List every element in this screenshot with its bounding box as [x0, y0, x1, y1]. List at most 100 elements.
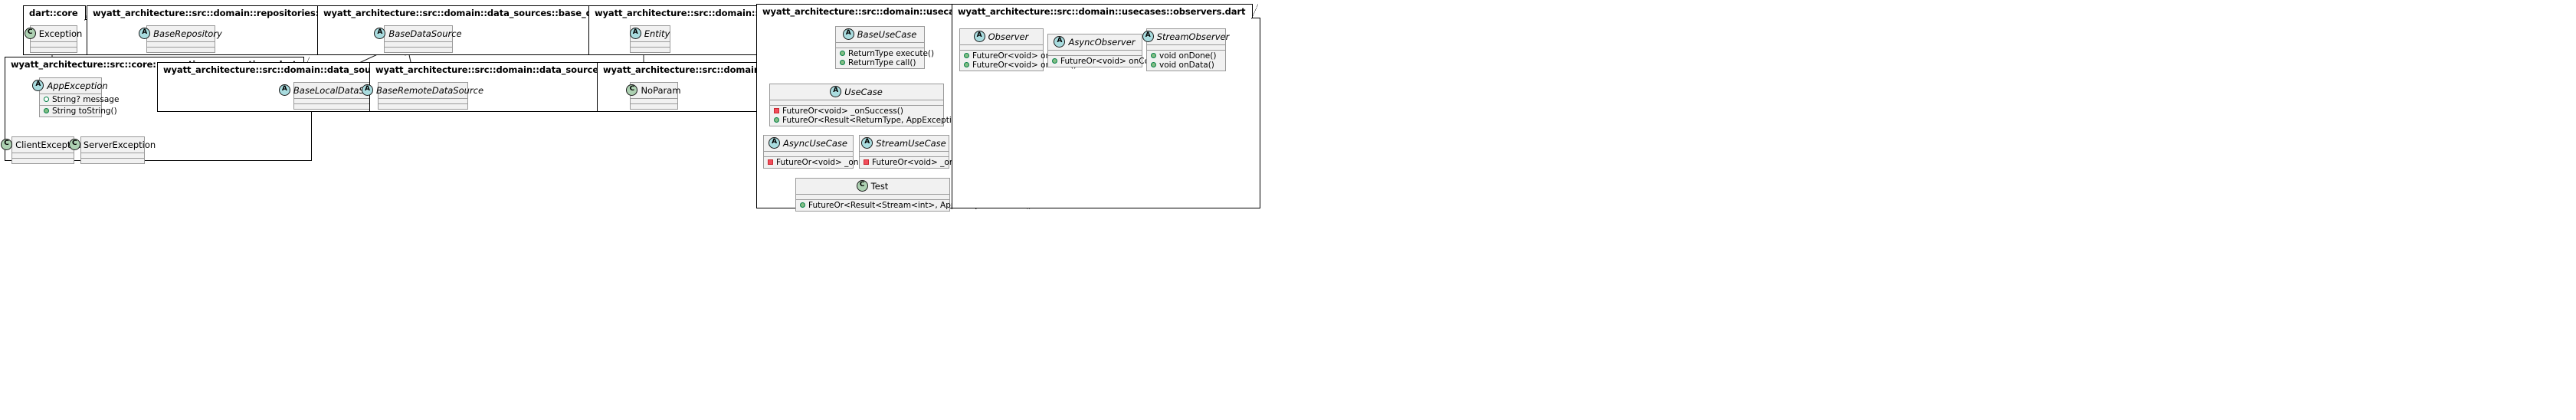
class-badge-icon: A [361, 84, 373, 97]
divider [764, 150, 853, 152]
class-member: FutureOr<void> onComplete() [1051, 57, 1184, 66]
class-member: FutureOr<void> onStart() [963, 51, 1077, 61]
divider [385, 41, 452, 42]
class-header: C Test [796, 179, 949, 194]
class-baserepository[interactable]: A BaseRepository [139, 25, 222, 53]
visibility-public-method-icon [1151, 62, 1156, 68]
methods-section: FutureOr<void> onComplete() [1048, 56, 1184, 67]
class-member: FutureOr<void> _onSuccess() [863, 158, 993, 167]
class-badge-icon: A [139, 28, 151, 40]
divider [631, 103, 677, 104]
methods-section: FutureOr<void> _onSuccess() [860, 157, 993, 168]
class-serverexception[interactable]: C ServerException [68, 136, 156, 164]
methods-section [385, 48, 452, 52]
class-basedatasource[interactable]: A BaseDataSource [374, 25, 462, 53]
divider [796, 199, 949, 200]
package-label: dart::core [23, 5, 91, 21]
class-member: String toString() [43, 107, 117, 116]
class-badge-icon: A [374, 28, 386, 40]
divider [631, 41, 670, 42]
class-name: Entity [644, 28, 670, 39]
class-badge-icon: A [1054, 36, 1066, 48]
class-appexception[interactable]: A AppException String? message String to… [32, 77, 119, 117]
methods-section: FutureOr<void> _onSuccess() [764, 157, 897, 168]
methods-section: ReturnType execute() ReturnType call() [836, 48, 934, 68]
class-badge-icon: C [68, 139, 80, 151]
class-clientexception[interactable]: C ClientException [1, 136, 84, 164]
class-badge-icon: A [842, 28, 854, 41]
class-badge-icon: A [1142, 31, 1154, 43]
class-badge-icon: A [629, 28, 641, 40]
visibility-public-method-icon [1052, 58, 1057, 64]
class-usecase[interactable]: A UseCase FutureOr<void> _onSuccess() Fu… [769, 83, 1016, 126]
class-header: A UseCase [770, 84, 943, 100]
divider [764, 156, 853, 157]
divider [960, 44, 1043, 45]
divider [1147, 49, 1225, 51]
class-header: A BaseUseCase [836, 27, 924, 42]
methods-section [147, 48, 215, 52]
class-exception[interactable]: C Exception [24, 25, 82, 53]
class-name: AsyncUseCase [783, 137, 847, 149]
methods-section [379, 104, 467, 109]
member-text: FutureOr<void> _onSuccess() [782, 106, 903, 116]
class-badge-icon: C [626, 84, 638, 97]
class-name: Test [870, 180, 889, 192]
visibility-public-method-icon [44, 108, 49, 114]
class-badge-icon: A [861, 137, 873, 149]
class-header: A BaseRemoteDataSource [361, 83, 483, 98]
class-streamobserver[interactable]: A StreamObserver void onDone() void onDa… [1142, 28, 1229, 71]
class-badge-icon: C [1, 139, 13, 151]
member-text: String? message [52, 94, 120, 104]
class-observer[interactable]: A Observer FutureOr<void> onStart() Futu… [959, 28, 1077, 71]
class-name: AppException [47, 80, 108, 91]
class-name: NoParam [641, 84, 681, 96]
class-baseusecase[interactable]: A BaseUseCase ReturnType execute() Retur… [835, 25, 934, 69]
visibility-private-method-icon [774, 108, 779, 114]
member-text: ReturnType execute() [848, 48, 935, 58]
visibility-private-method-icon [768, 159, 773, 166]
package-dart-core: dart::core C Exception [23, 5, 93, 55]
divider [12, 157, 74, 159]
divider [81, 157, 144, 159]
class-header: C NoParam [626, 83, 681, 98]
class-header: A StreamUseCase [860, 136, 949, 151]
class-name: ClientException [15, 139, 84, 150]
class-asyncusecase[interactable]: A AsyncUseCase FutureOr<void> _onSuccess… [763, 134, 897, 169]
class-header: A BaseRepository [139, 26, 222, 41]
class-header: A Entity [629, 26, 670, 41]
divider [294, 97, 375, 99]
member-text: String toString() [52, 106, 117, 116]
package-body: C Exception [23, 18, 93, 55]
class-badge-icon: A [278, 84, 290, 97]
class-member: ReturnType execute() [839, 49, 934, 58]
class-asyncobserver[interactable]: A AsyncObserver FutureOr<void> onComplet… [1047, 33, 1184, 67]
class-badge-icon: A [830, 86, 842, 98]
class-header: C ClientException [1, 137, 84, 153]
divider [385, 46, 452, 48]
class-header: A StreamObserver [1142, 29, 1229, 44]
visibility-public-method-icon [1151, 53, 1156, 59]
class-noparam[interactable]: C NoParam [626, 81, 681, 110]
class-test[interactable]: C Test FutureOr<Result<Stream<int>, AppE… [795, 177, 1031, 212]
methods-section: String toString() [40, 106, 117, 116]
class-member: ReturnType call() [839, 58, 921, 67]
class-baseremotedatasource[interactable]: A BaseRemoteDataSource [361, 81, 483, 110]
methods-section [81, 159, 144, 163]
class-member: void onDone() [1150, 51, 1222, 61]
class-badge-icon: C [856, 180, 868, 192]
class-entity[interactable]: A Entity [629, 25, 670, 53]
class-name: BaseUseCase [857, 28, 917, 40]
class-badge-icon: A [32, 80, 44, 92]
visibility-private-method-icon [864, 159, 869, 166]
class-header: A AsyncObserver [1048, 34, 1142, 50]
divider [147, 41, 215, 42]
divider [40, 104, 101, 106]
class-name: BaseRepository [153, 28, 222, 39]
visibility-public-field-icon [44, 97, 49, 103]
divider [31, 41, 77, 42]
class-streamusecase[interactable]: A StreamUseCase FutureOr<void> _onSucces… [859, 134, 993, 169]
class-header: A AppException [32, 78, 108, 94]
divider [631, 97, 677, 99]
visibility-public-method-icon [840, 60, 845, 66]
